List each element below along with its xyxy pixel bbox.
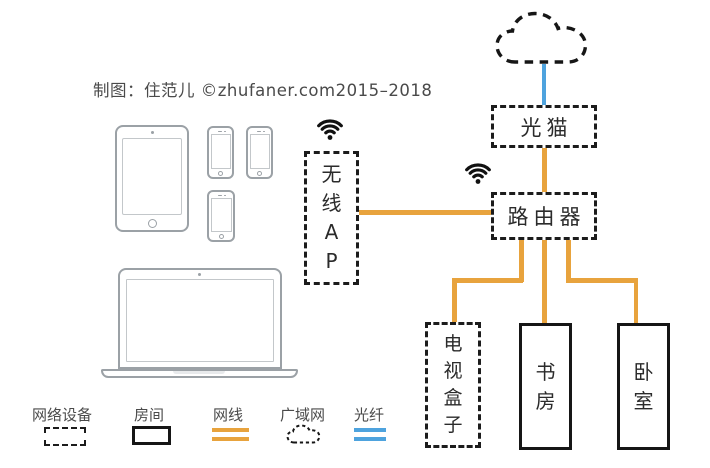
legend-label-network-cable: 网线	[213, 406, 244, 424]
modem-label: 光猫	[520, 115, 573, 140]
tvbox-node: 电视盒子	[425, 322, 481, 448]
wan-cloud-icon	[494, 10, 591, 67]
phone-camera-dot	[263, 130, 265, 132]
cable-ap-to-router	[359, 210, 491, 215]
router-node: 路由器	[491, 192, 597, 240]
router-label: 路由器	[507, 205, 586, 229]
wifi-icon	[310, 112, 350, 142]
laptop-screen	[126, 279, 274, 362]
laptop-illustration	[118, 268, 282, 369]
cable-router-to-bedroom	[633, 278, 638, 324]
study-room-label: 书房	[535, 359, 556, 413]
laptop-camera-dot	[198, 273, 201, 276]
legend-symbol-cloud	[286, 424, 321, 446]
legend-symbol-solid-box	[132, 426, 171, 445]
tablet-camera-dot	[151, 131, 154, 134]
phone-screen	[249, 134, 270, 169]
cable-router-to-tvbox	[519, 240, 524, 282]
laptop-hinge-notch	[173, 371, 225, 374]
legend-symbol-dashed-box	[44, 427, 86, 446]
laptop-base	[101, 369, 298, 378]
modem-node: 光猫	[491, 105, 597, 148]
phone-illustration	[207, 190, 235, 242]
bedroom-node: 卧室	[617, 323, 670, 450]
study-room-node: 书房	[519, 323, 572, 450]
tablet-illustration	[115, 125, 189, 232]
wireless-ap-label: 无线AP	[321, 162, 342, 273]
legend-symbol-cable-line	[212, 437, 249, 441]
legend-label-network-device: 网络设备	[32, 406, 93, 424]
phone-home-button	[218, 171, 223, 176]
tablet-home-button	[148, 219, 157, 228]
legend-symbol-fiber-line	[354, 437, 386, 441]
phone-illustration	[207, 126, 234, 179]
legend-symbol-fiber-line	[354, 428, 386, 432]
cable-router-to-bedroom	[566, 240, 571, 282]
legend-label-wan: 广域网	[280, 406, 326, 424]
wireless-ap-node: 无线AP	[304, 151, 359, 285]
cable-router-to-bedroom	[566, 278, 638, 283]
phone-illustration	[246, 126, 273, 179]
cable-router-to-study	[542, 240, 547, 324]
wifi-icon	[458, 156, 498, 186]
legend-symbol-cable-line	[212, 428, 249, 432]
cable-modem-to-router	[542, 148, 547, 193]
credit-caption: 制图：住范儿 ©zhufaner.com2015–2018	[93, 81, 433, 100]
tablet-screen	[122, 138, 182, 215]
phone-home-button	[257, 171, 262, 176]
phone-camera-dot	[224, 130, 226, 132]
phone-speaker	[218, 130, 222, 132]
phone-screen	[210, 198, 232, 232]
cable-router-to-tvbox	[452, 278, 523, 283]
tvbox-label: 电视盒子	[443, 333, 463, 436]
fiber-line-cloud-to-modem	[542, 64, 546, 106]
phone-speaker	[257, 130, 261, 132]
bedroom-label: 卧室	[633, 359, 654, 413]
legend-label-room: 房间	[134, 406, 165, 424]
phone-camera-dot	[224, 194, 226, 196]
phone-home-button	[219, 234, 224, 239]
phone-screen	[210, 134, 231, 169]
phone-speaker	[218, 194, 222, 196]
cable-router-to-tvbox	[452, 278, 457, 324]
legend-label-fiber: 光纤	[354, 406, 385, 424]
